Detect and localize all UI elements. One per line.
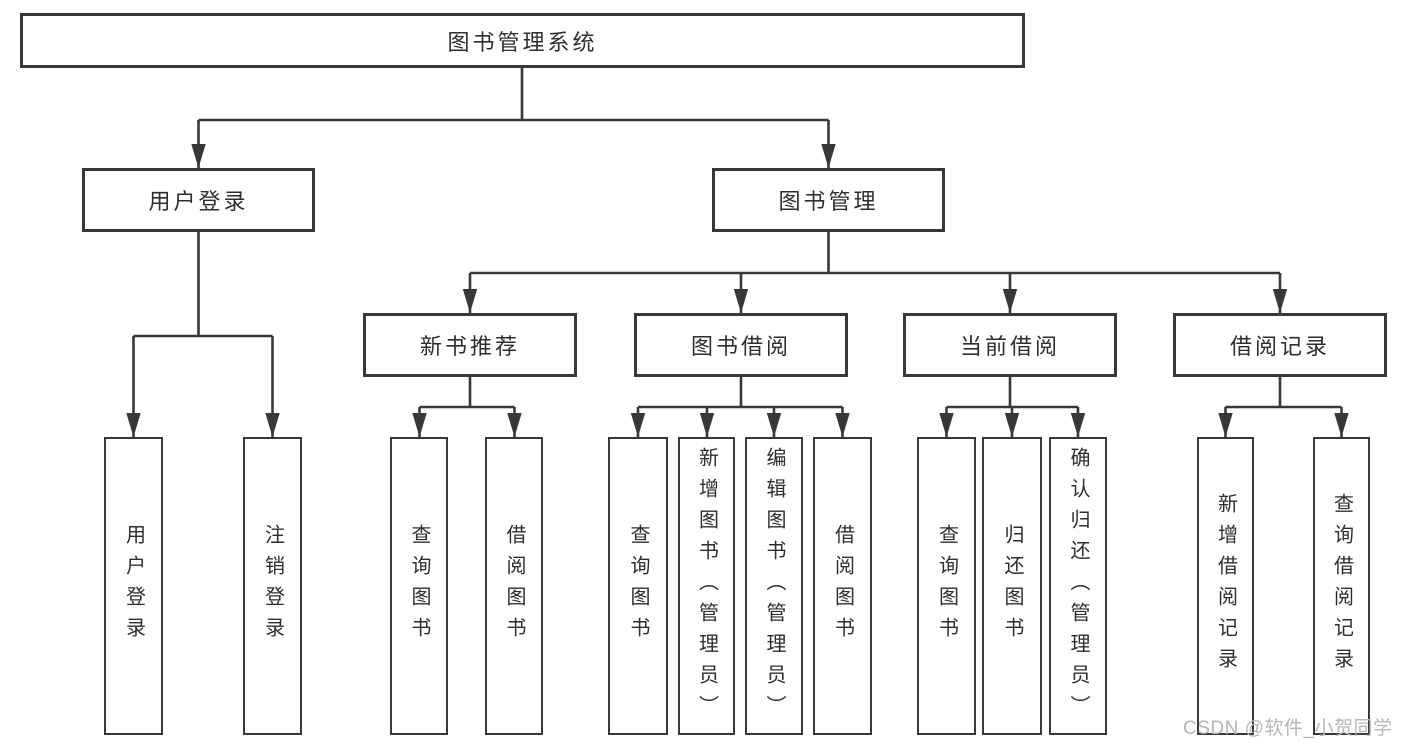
- leaf-label: 查询图书: [627, 524, 649, 648]
- leaf-label: 新增借阅记录: [1214, 493, 1237, 679]
- leaf-label: 查询图书: [935, 524, 958, 648]
- leaf-records-query-record: 查询借阅记录: [1313, 437, 1370, 735]
- leaf-borrow-edit-books-admin: 编辑图书（管理员）: [745, 437, 803, 735]
- leaf-user-login: 用户登录: [104, 437, 163, 735]
- leaf-label: 注销登录: [261, 524, 284, 648]
- leaf-borrow-query-books: 查询图书: [608, 437, 668, 735]
- leaf-label: 借阅图书: [831, 524, 854, 648]
- leaf-label: 新增图书（管理员）: [695, 446, 718, 726]
- leaf-newrec-borrow-books: 借阅图书: [485, 437, 543, 735]
- node-root: 图书管理系统: [20, 13, 1025, 68]
- leaf-borrow-add-books-admin: 新增图书（管理员）: [678, 437, 735, 735]
- node-borrow-records: 借阅记录: [1173, 313, 1387, 377]
- leaf-label: 借阅图书: [503, 524, 525, 648]
- leaf-label: 查询借阅记录: [1330, 493, 1353, 679]
- leaf-label: 查询图书: [408, 524, 430, 648]
- node-user-login: 用户登录: [82, 168, 315, 232]
- leaf-label: 用户登录: [122, 524, 145, 648]
- leaf-borrow-borrow-books: 借阅图书: [813, 437, 872, 735]
- leaf-logout: 注销登录: [243, 437, 302, 735]
- leaf-label: 确认归还（管理员）: [1067, 446, 1089, 726]
- node-current-borrow: 当前借阅: [903, 313, 1117, 377]
- leaf-current-query-books: 查询图书: [917, 437, 976, 735]
- node-book-management: 图书管理: [712, 168, 945, 232]
- node-book-borrow: 图书借阅: [634, 313, 848, 377]
- leaf-current-return-books: 归还图书: [982, 437, 1042, 735]
- node-new-book-recommend: 新书推荐: [363, 313, 577, 377]
- leaf-label: 归还图书: [1001, 524, 1023, 648]
- leaf-current-confirm-return-admin: 确认归还（管理员）: [1049, 437, 1107, 735]
- leaf-newrec-query-books: 查询图书: [390, 437, 448, 735]
- leaf-records-add-record: 新增借阅记录: [1197, 437, 1254, 735]
- watermark: CSDN @软件_小贺同学: [1183, 718, 1393, 739]
- leaf-label: 编辑图书（管理员）: [763, 446, 785, 726]
